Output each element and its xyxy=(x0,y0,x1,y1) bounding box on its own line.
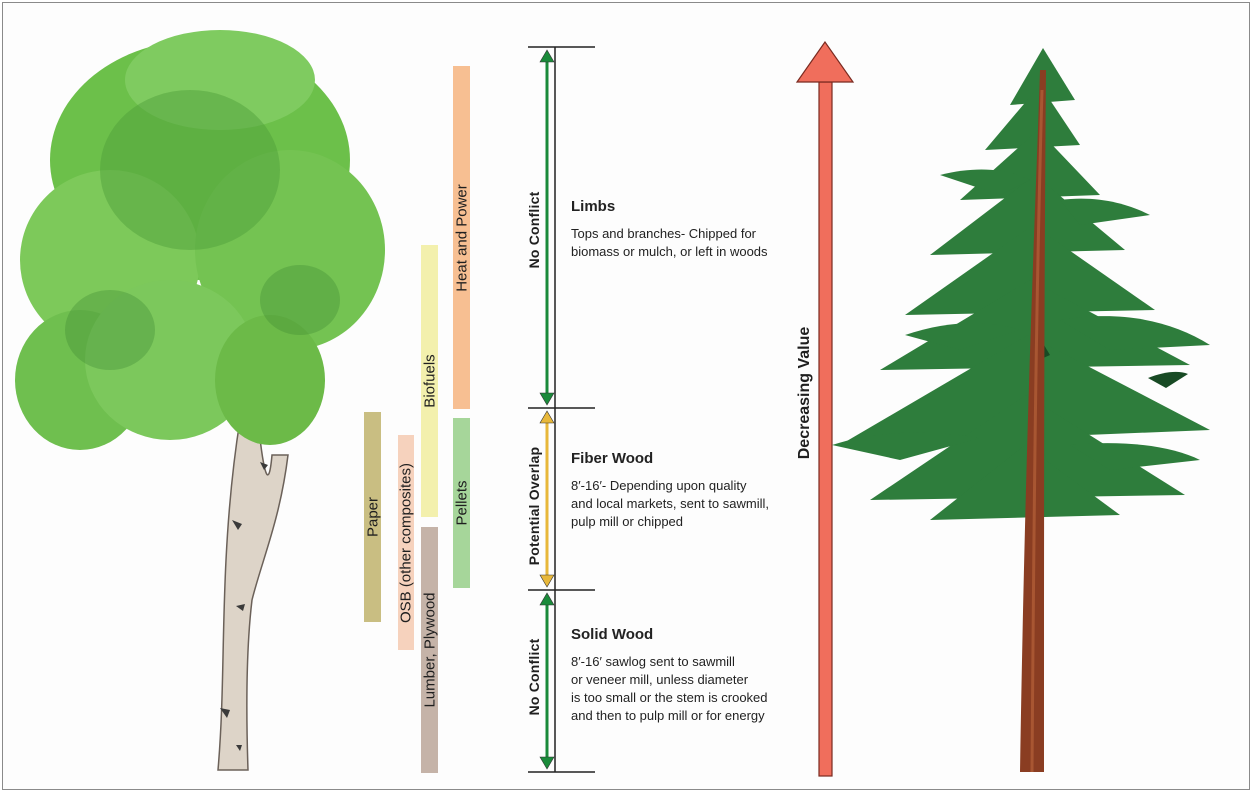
softwood-tree-illustration xyxy=(832,48,1210,772)
bar-heat-and-power-label: Heat and Power xyxy=(453,184,470,292)
product-bars xyxy=(364,66,470,773)
scale-label-bottom: No Conflict xyxy=(526,639,542,716)
conifer-foliage xyxy=(832,48,1210,520)
bar-paper-label: Paper xyxy=(364,497,381,537)
bar-biofuels-label: Biofuels xyxy=(421,354,438,407)
scale-arrows xyxy=(540,50,554,769)
birch-trunk xyxy=(218,420,288,770)
decreasing-value-label: Decreasing Value xyxy=(796,327,814,460)
bar-pellets-label: Pellets xyxy=(453,480,470,525)
bar-osb-label: OSB (other composites) xyxy=(398,462,415,622)
section-fiber-wood: Fiber Wood 8′-16′- Depending upon qualit… xyxy=(571,450,769,531)
section-solid-wood-description: 8′-16′ sawlog sent to sawmill or veneer … xyxy=(571,653,768,725)
scale-label-middle: Potential Overlap xyxy=(526,447,542,566)
value-arrow-shaft xyxy=(819,82,832,776)
scale-label-top: No Conflict xyxy=(526,192,542,269)
value-arrow-head xyxy=(797,42,853,82)
scale-arrow-solid xyxy=(540,593,554,769)
scale-arrow-fiber xyxy=(540,411,554,587)
section-fiber-wood-title: Fiber Wood xyxy=(571,450,769,467)
section-solid-wood-title: Solid Wood xyxy=(571,626,768,643)
bar-lumber-plywood-label: Lumber, Plywood xyxy=(421,592,438,707)
section-limbs: Limbs Tops and branches- Chipped for bio… xyxy=(571,198,768,261)
hardwood-canopy xyxy=(15,30,385,450)
section-fiber-wood-description: 8′-16′- Depending upon quality and local… xyxy=(571,477,769,531)
scale-arrow-limbs xyxy=(540,50,554,405)
hardwood-tree-illustration xyxy=(15,30,385,770)
conifer-dark-tuft-2 xyxy=(1148,372,1188,388)
section-limbs-title: Limbs xyxy=(571,198,768,215)
section-solid-wood: Solid Wood 8′-16′ sawlog sent to sawmill… xyxy=(571,626,768,725)
section-limbs-description: Tops and branches- Chipped for biomass o… xyxy=(571,225,768,261)
